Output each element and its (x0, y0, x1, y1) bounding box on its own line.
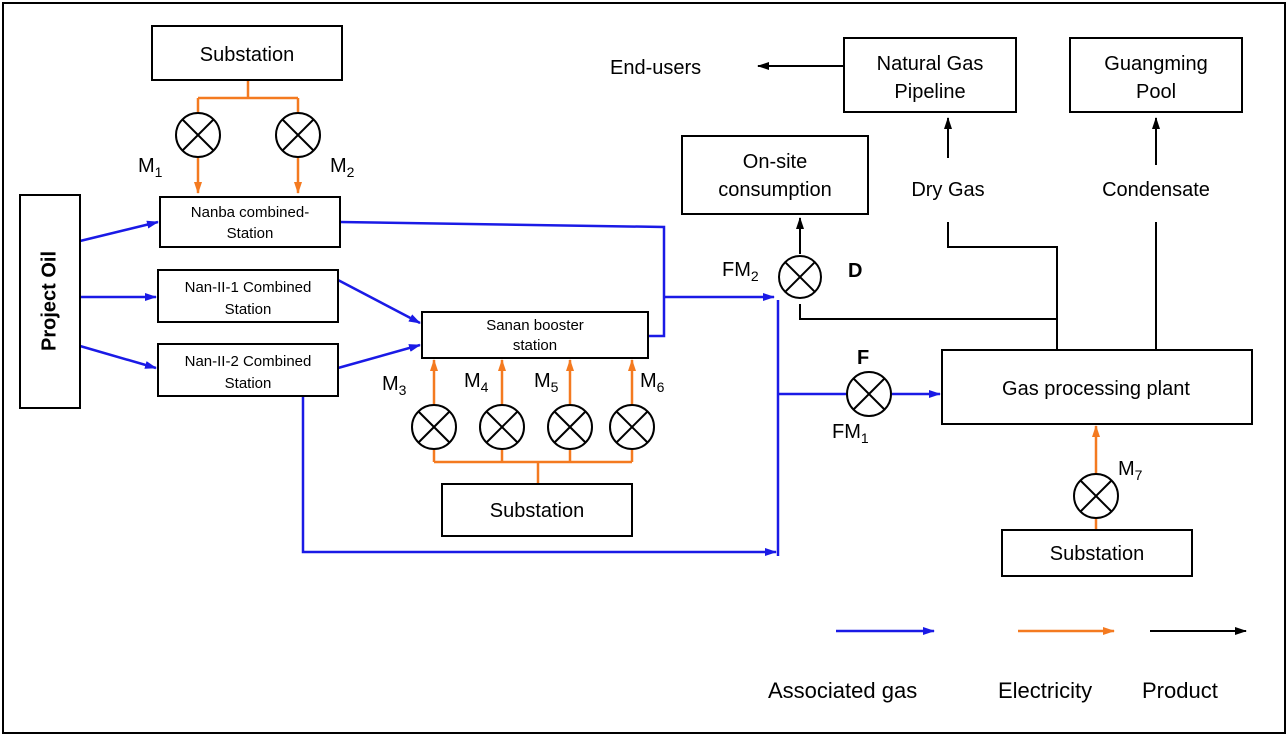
meter-label-m2: M2 (330, 155, 355, 180)
meter-label-m7: M7 (1118, 458, 1143, 483)
nan-ii-2-station-label-1: Nan-II-2 Combined (185, 353, 312, 370)
substation-bottom-label: Substation (490, 500, 585, 522)
legend: Associated gas Electricity Product (768, 627, 1247, 703)
meter-label-m6: M6 (640, 370, 665, 395)
substation-bottom-box: Substation (441, 483, 633, 537)
meter-label-m5: M5 (534, 370, 559, 395)
gas-processing-plant-box: Gas processing plant (941, 349, 1253, 425)
meter-icon (175, 112, 221, 158)
gas-lines (79, 220, 941, 556)
guangming-pool-label-1: Guangming (1104, 53, 1207, 75)
gas-processing-plant-label: Gas processing plant (1002, 378, 1190, 400)
meter-label-m1: M1 (138, 155, 163, 180)
nanba-station-label-1: Nanba combined- (191, 204, 309, 221)
meter-icon (479, 404, 525, 450)
meter-label-m4: M4 (464, 370, 489, 395)
electricity-lines (194, 80, 1100, 530)
sanan-booster-label-2: station (513, 337, 557, 354)
meter-icon (609, 404, 655, 450)
substation-top-label: Substation (200, 44, 295, 66)
substation-top-box: Substation (151, 25, 343, 81)
sanan-booster-label-1: Sanan booster (486, 317, 584, 334)
legend-gas-label: Associated gas (768, 678, 917, 703)
meter-icon (275, 112, 321, 158)
product-lines (757, 62, 1160, 350)
meter-icon (846, 371, 892, 417)
natural-gas-pipeline-label-1: Natural Gas (877, 53, 984, 75)
nan-ii-1-station-label-2: Station (225, 301, 272, 318)
onsite-consumption-label-1: On-site (743, 151, 807, 173)
substation-right-label: Substation (1050, 543, 1145, 565)
nan-ii-2-station-label-2: Station (225, 375, 272, 392)
dry-gas-label: Dry Gas (911, 179, 984, 201)
point-d-label: D (848, 260, 862, 282)
guangming-pool-box: Guangming Pool (1069, 37, 1243, 113)
guangming-pool-label-2: Pool (1136, 81, 1176, 103)
legend-product-label: Product (1142, 678, 1218, 703)
meter-icon (1073, 473, 1119, 519)
onsite-consumption-box: On-site consumption (681, 135, 869, 215)
substation-right-box: Substation (1001, 529, 1193, 577)
nanba-station-box: Nanba combined- Station (159, 196, 341, 248)
project-oil-box: Project Oil (19, 194, 81, 409)
meter-icon (411, 404, 457, 450)
project-oil-label: Project Oil (38, 251, 60, 351)
meter-label-fm2: FM2 (722, 259, 759, 284)
meter-label-m3: M3 (382, 373, 407, 398)
onsite-consumption-label-2: consumption (718, 179, 831, 201)
legend-electricity-label: Electricity (998, 678, 1092, 703)
nan-ii-2-station-box: Nan-II-2 Combined Station (157, 343, 339, 397)
nan-ii-1-station-box: Nan-II-1 Combined Station (157, 269, 339, 323)
meter-icon (778, 255, 822, 299)
condensate-label: Condensate (1102, 179, 1210, 201)
meter-icon (547, 404, 593, 450)
point-f-label: F (857, 347, 869, 369)
natural-gas-pipeline-box: Natural Gas Pipeline (843, 37, 1017, 113)
nan-ii-1-station-label-1: Nan-II-1 Combined (185, 279, 312, 296)
natural-gas-pipeline-label-2: Pipeline (894, 81, 965, 103)
nanba-station-label-2: Station (227, 225, 274, 242)
sanan-booster-box: Sanan booster station (421, 311, 649, 359)
end-users-label: End-users (610, 57, 701, 79)
meter-label-fm1: FM1 (832, 421, 869, 446)
